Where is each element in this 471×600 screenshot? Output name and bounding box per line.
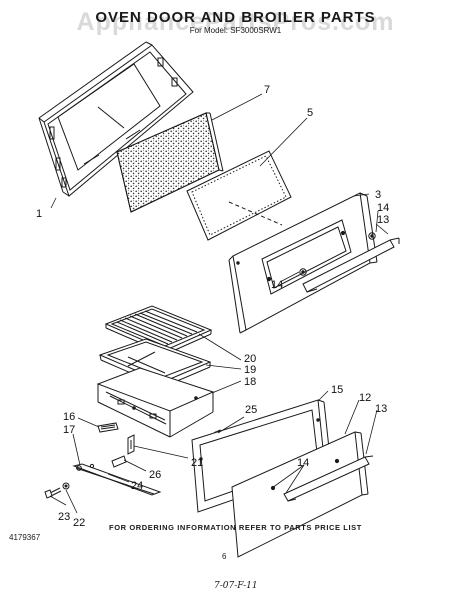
- callout-7: 7: [264, 84, 270, 96]
- drawer-bracket: [127, 434, 135, 455]
- callout-16: 16: [63, 411, 75, 423]
- page-number: 6: [222, 552, 227, 561]
- callout-15: 15: [331, 384, 343, 396]
- drawer-glide-rail: [72, 463, 162, 496]
- screw-and-washer: [44, 482, 70, 499]
- broiler-drawer-body: [96, 367, 215, 438]
- callout-13-door: 13: [377, 214, 389, 226]
- ordering-info-note: FOR ORDERING INFORMATION REFER TO PARTS …: [109, 523, 362, 532]
- drawer-glide-strip: [97, 422, 119, 433]
- broiler-drawer-handle: [283, 455, 374, 502]
- callout-5: 5: [307, 107, 313, 119]
- handwritten-code: 7-07-F-11: [214, 581, 258, 591]
- callout-14-handle: 14: [271, 279, 283, 291]
- leader-lines: [49, 93, 389, 514]
- callout-14-broiler: 14: [297, 457, 309, 469]
- door-glass-panel: [186, 150, 292, 241]
- watermark: AppliancePartsPros.com: [76, 8, 395, 36]
- callout-20: 20: [244, 353, 256, 365]
- callout-24: 24: [131, 480, 143, 492]
- model-label: For Model: SF3000SRW1: [189, 26, 282, 35]
- callout-12: 12: [359, 392, 371, 404]
- oven-door-handle: [299, 232, 400, 293]
- outer-door-panel: [228, 192, 378, 334]
- door-insulation-pad: [116, 112, 224, 213]
- callout-14-door: 14: [377, 202, 389, 214]
- callout-17: 17: [63, 424, 75, 436]
- callout-18: 18: [244, 376, 256, 388]
- callout-19: 19: [244, 364, 256, 376]
- callout-26: 26: [149, 469, 161, 481]
- callout-25: 25: [245, 404, 257, 416]
- callout-22: 22: [73, 517, 85, 529]
- callout-1: 1: [36, 208, 42, 220]
- callout-23: 23: [58, 511, 70, 523]
- document-number: 4179367: [9, 533, 41, 542]
- page-title: OVEN DOOR AND BROILER PARTS: [95, 9, 376, 26]
- callout-3: 3: [375, 189, 381, 201]
- broiler-door-inner-panel: [191, 399, 332, 513]
- inner-door-liner: [38, 41, 194, 197]
- drawer-clip: [111, 455, 127, 468]
- callout-13-broiler: 13: [375, 403, 387, 415]
- callout-21: 21: [191, 457, 203, 469]
- callout-labels: 1 7 5 3 14 13 14 20 19 18 15 12 13 25 16…: [36, 84, 389, 529]
